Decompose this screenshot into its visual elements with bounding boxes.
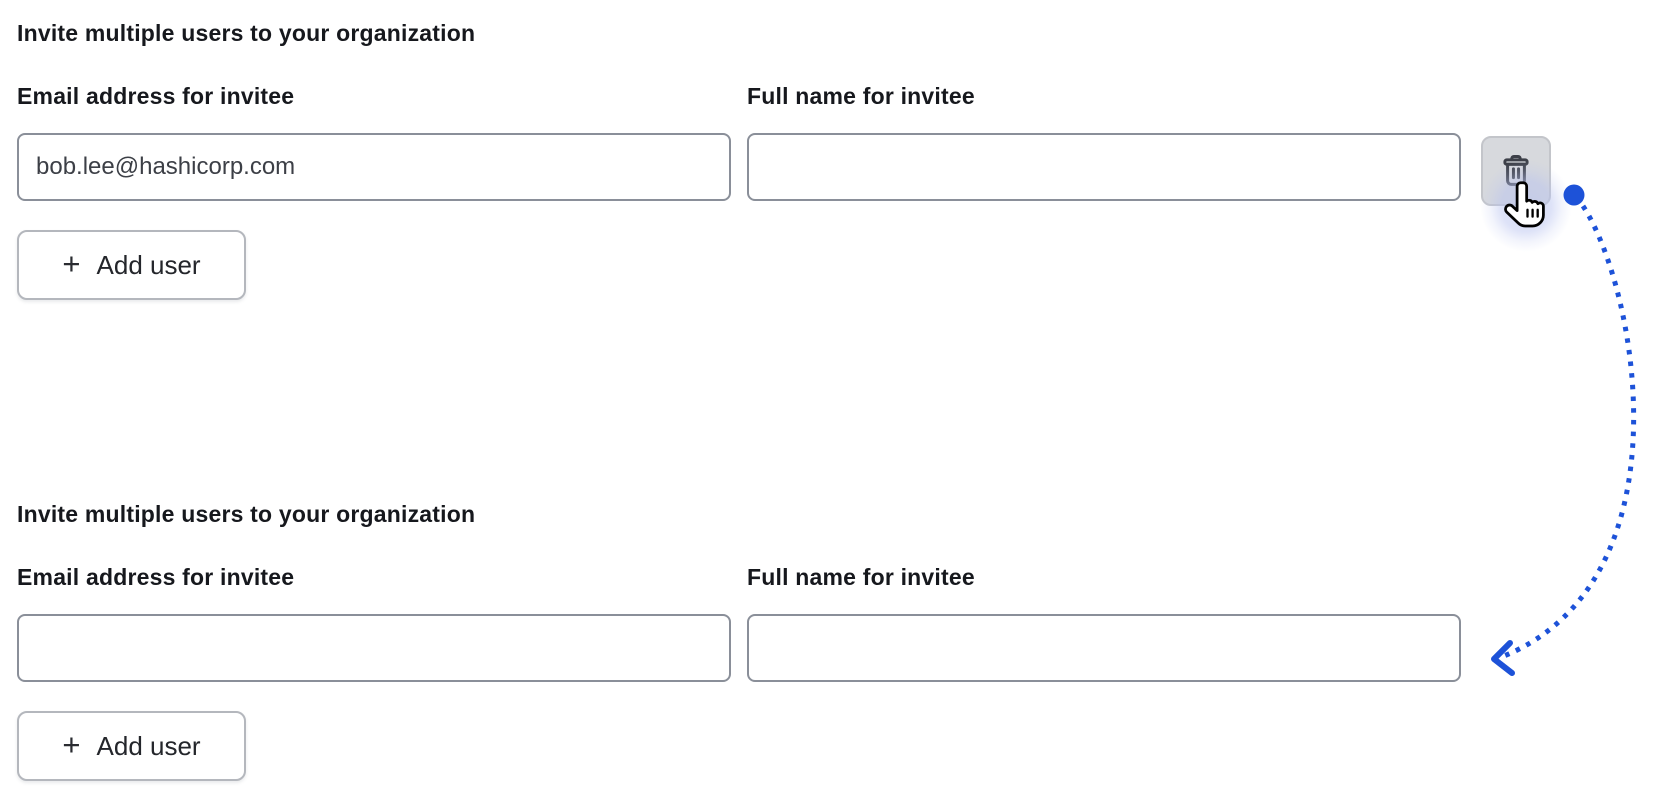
- section-heading: Invite multiple users to your organizati…: [17, 20, 476, 46]
- full-name-input[interactable]: [747, 133, 1461, 201]
- plus-icon: +: [62, 726, 81, 762]
- full-name-label: Full name for invitee: [747, 564, 975, 590]
- email-input[interactable]: [17, 133, 731, 201]
- plus-icon: +: [62, 245, 81, 281]
- add-user-button[interactable]: + Add user: [17, 711, 246, 781]
- full-name-field-group: Full name for invitee: [747, 82, 1461, 201]
- invite-section-2: Invite multiple users to your organizati…: [17, 499, 1461, 781]
- invitee-fields-row: Email address for invitee Full name for …: [17, 563, 1461, 682]
- arrow-start-dot: [1563, 184, 1585, 206]
- add-user-label: Add user: [96, 730, 201, 761]
- email-input[interactable]: [17, 614, 731, 682]
- email-field-group: Email address for invitee: [17, 82, 731, 201]
- arrowhead: [1491, 640, 1515, 676]
- section-heading: Invite multiple users to your organizati…: [17, 501, 476, 527]
- full-name-label: Full name for invitee: [747, 83, 975, 109]
- delete-user-button[interactable]: [1481, 136, 1551, 206]
- invite-section-1: Invite multiple users to your organizati…: [17, 18, 1551, 300]
- add-user-button[interactable]: + Add user: [17, 230, 246, 300]
- trash-icon: [1503, 154, 1529, 186]
- full-name-field-group: Full name for invitee: [747, 563, 1461, 682]
- full-name-input[interactable]: [747, 614, 1461, 682]
- email-label: Email address for invitee: [17, 83, 295, 109]
- email-field-group: Email address for invitee: [17, 563, 731, 682]
- add-user-label: Add user: [96, 249, 201, 280]
- email-label: Email address for invitee: [17, 564, 295, 590]
- invitee-fields-row: Email address for invitee Full name for …: [17, 82, 1551, 206]
